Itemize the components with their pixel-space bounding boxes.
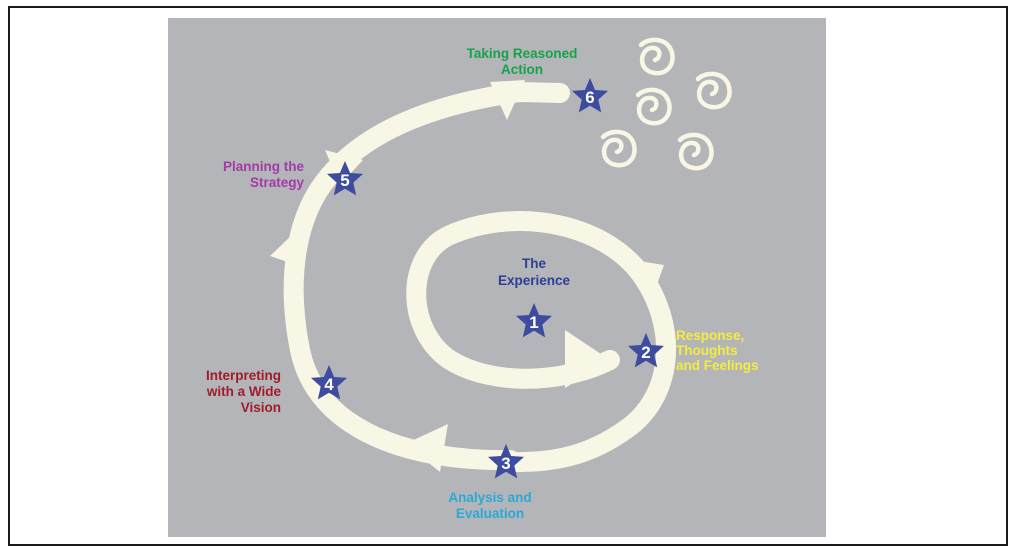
spiral-icon: [638, 90, 670, 123]
stage-number: 3: [501, 454, 510, 473]
spiral-icon: [680, 135, 712, 168]
label-line: Vision: [241, 400, 281, 415]
stage-5-star: 5: [327, 161, 363, 196]
label-line: Thoughts: [676, 343, 737, 358]
stage-4-star: 4: [311, 365, 347, 400]
label-line: with a Wide: [206, 384, 282, 399]
label-line: Taking Reasoned: [467, 46, 578, 61]
arrowhead-left: [270, 235, 305, 268]
label-line: Action: [501, 62, 543, 77]
spiral-icon: [641, 40, 673, 73]
inner-cycle-band: [406, 211, 676, 473]
stage-number: 5: [340, 171, 349, 190]
stage-2-star: 2: [628, 333, 664, 368]
stage-number: 2: [641, 343, 650, 362]
stage-6-star: 6: [572, 78, 608, 113]
label-line: Planning the: [223, 159, 304, 174]
label-line: Analysis and: [448, 490, 531, 505]
stage-number: 4: [324, 375, 334, 394]
arrowhead-top: [490, 80, 525, 120]
label-line: Interpreting: [206, 368, 281, 383]
label-line: Strategy: [250, 175, 305, 190]
spiral-icon: [603, 132, 635, 165]
stage-3-star: 3: [488, 444, 524, 479]
label-line: Evaluation: [456, 506, 524, 521]
arrowhead-inner-top: [633, 260, 664, 298]
label-line: Response,: [676, 328, 744, 343]
spiral-icons: [603, 40, 730, 168]
stage-number: 6: [585, 88, 594, 107]
stage-1-star: 1: [516, 303, 552, 338]
label-line: and Feelings: [676, 358, 759, 373]
stage-number: 1: [529, 313, 538, 332]
label-line: Experience: [498, 273, 571, 288]
arrowhead-bottom: [405, 424, 448, 472]
spiral-icon: [698, 74, 730, 107]
arrowhead-inner-center: [565, 330, 610, 388]
label-line: The: [522, 256, 546, 271]
